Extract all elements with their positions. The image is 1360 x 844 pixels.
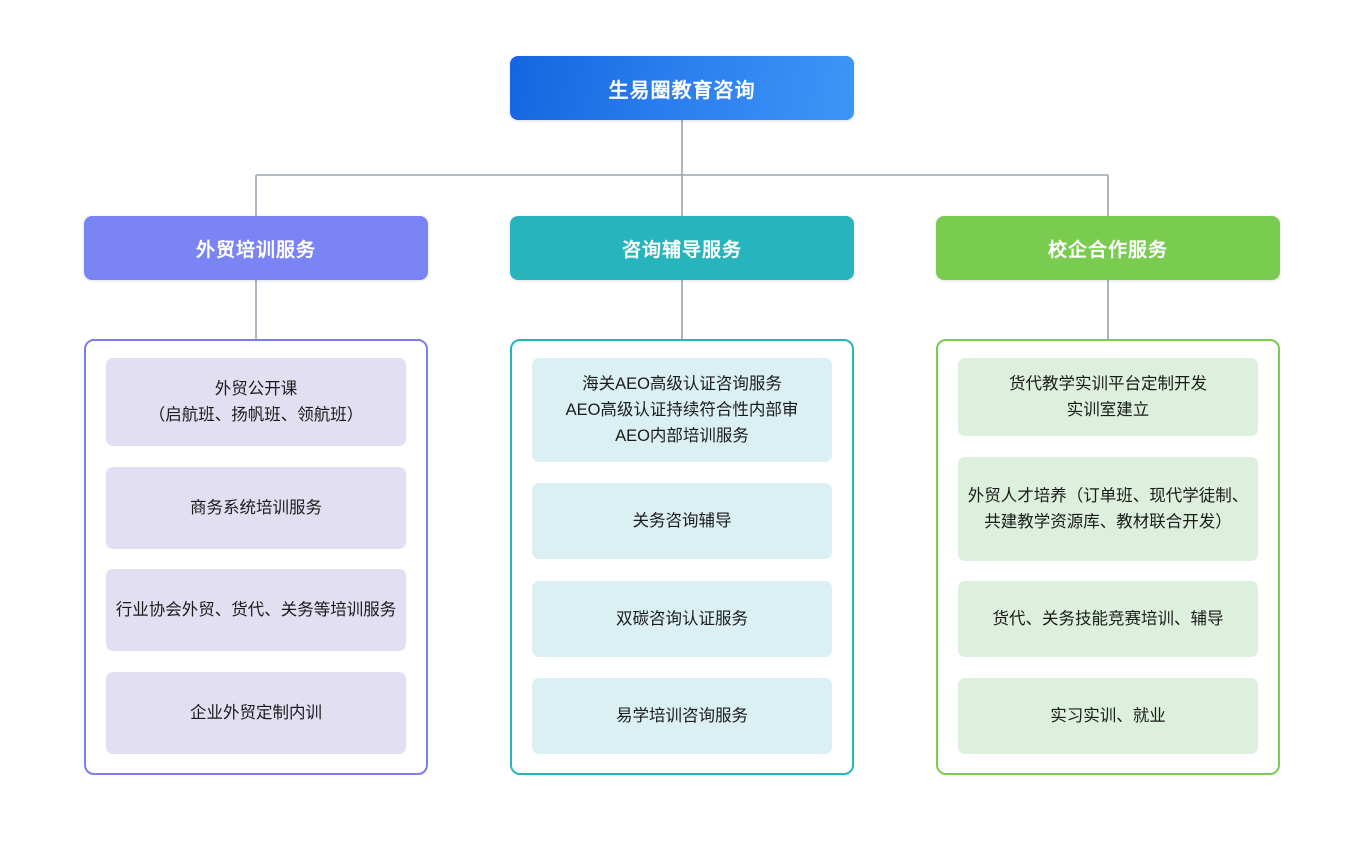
leaf-item[interactable]: 外贸人才培养（订单班、现代学徒制、共建教学资源库、教材联合开发） — [958, 456, 1258, 561]
leaf-item[interactable]: 行业协会外贸、货代、关务等培训服务 — [106, 569, 406, 652]
group-container-2: 货代教学实训平台定制开发 实训室建立 外贸人才培养（订单班、现代学徒制、共建教学… — [936, 339, 1280, 775]
category-header-label: 咨询辅导服务 — [621, 239, 742, 261]
leaf-item[interactable]: 易学培训咨询服务 — [532, 677, 832, 754]
root-node-label: 生易圈教育咨询 — [608, 79, 756, 102]
leaf-item[interactable]: 商务系统培训服务 — [106, 466, 406, 549]
category-header-label: 校企合作服务 — [1047, 239, 1168, 261]
category-header-2[interactable]: 校企合作服务 — [936, 216, 1280, 280]
leaf-item[interactable]: 货代、关务技能竞赛培训、辅导 — [958, 581, 1258, 658]
leaf-item[interactable]: 海关AEO高级认证咨询服务 AEO高级认证持续符合性内部审 AEO内部培训服务 — [532, 358, 832, 462]
category-header-0[interactable]: 外贸培训服务 — [84, 216, 428, 280]
leaf-item[interactable]: 货代教学实训平台定制开发 实训室建立 — [958, 358, 1258, 436]
leaf-item[interactable]: 双碳咨询认证服务 — [532, 580, 832, 657]
category-header-1[interactable]: 咨询辅导服务 — [510, 216, 854, 280]
leaf-item[interactable]: 关务咨询辅导 — [532, 483, 832, 560]
leaf-item[interactable]: 实习实训、就业 — [958, 677, 1258, 754]
group-container-0: 外贸公开课 （启航班、扬帆班、领航班） 商务系统培训服务 行业协会外贸、货代、关… — [84, 339, 428, 775]
group-container-1: 海关AEO高级认证咨询服务 AEO高级认证持续符合性内部审 AEO内部培训服务 … — [510, 339, 854, 775]
leaf-item[interactable]: 企业外贸定制内训 — [106, 671, 406, 754]
category-header-label: 外贸培训服务 — [195, 239, 316, 261]
leaf-item[interactable]: 外贸公开课 （启航班、扬帆班、领航班） — [106, 358, 406, 446]
root-node[interactable]: 生易圈教育咨询 — [510, 56, 854, 120]
